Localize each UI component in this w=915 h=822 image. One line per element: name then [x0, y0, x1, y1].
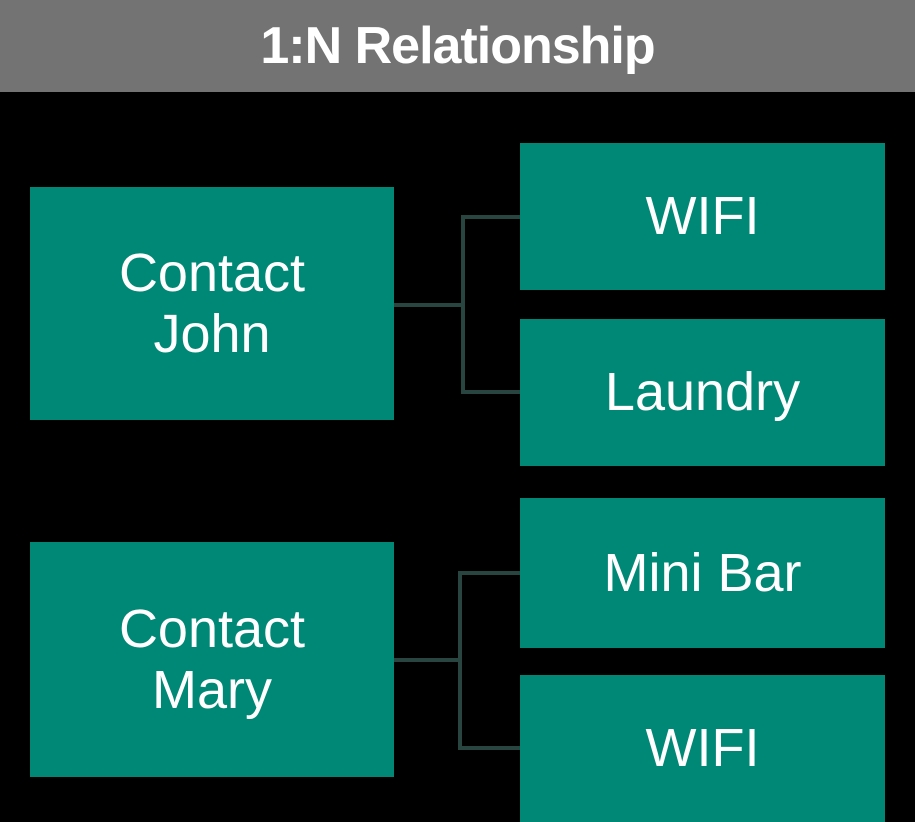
- connector-mary-stub: [394, 658, 460, 662]
- node-contact-john: Contact John: [30, 187, 394, 420]
- connector-john-stub: [394, 303, 463, 307]
- node-minibar-mary: Mini Bar: [520, 498, 885, 648]
- node-label: WIFI: [645, 718, 760, 779]
- node-label: WIFI: [645, 186, 760, 247]
- title-bar: 1:N Relationship: [0, 0, 915, 92]
- connector-mary-vertical: [458, 571, 462, 750]
- connector-mary-to-wifi: [460, 746, 520, 750]
- connector-john-vertical: [461, 215, 465, 394]
- node-label: Laundry: [604, 362, 801, 423]
- node-laundry-john: Laundry: [520, 319, 885, 466]
- node-wifi-john: WIFI: [520, 143, 885, 290]
- node-contact-mary: Contact Mary: [30, 542, 394, 777]
- node-label: Mini Bar: [603, 542, 802, 603]
- page-title: 1:N Relationship: [260, 17, 655, 75]
- node-wifi-mary: WIFI: [520, 675, 885, 822]
- node-label: Contact Mary: [118, 599, 306, 720]
- connector-mary-to-minibar: [460, 571, 520, 575]
- node-label: Contact John: [118, 243, 306, 364]
- connector-john-to-wifi: [463, 215, 520, 219]
- connector-john-to-laundry: [463, 390, 520, 394]
